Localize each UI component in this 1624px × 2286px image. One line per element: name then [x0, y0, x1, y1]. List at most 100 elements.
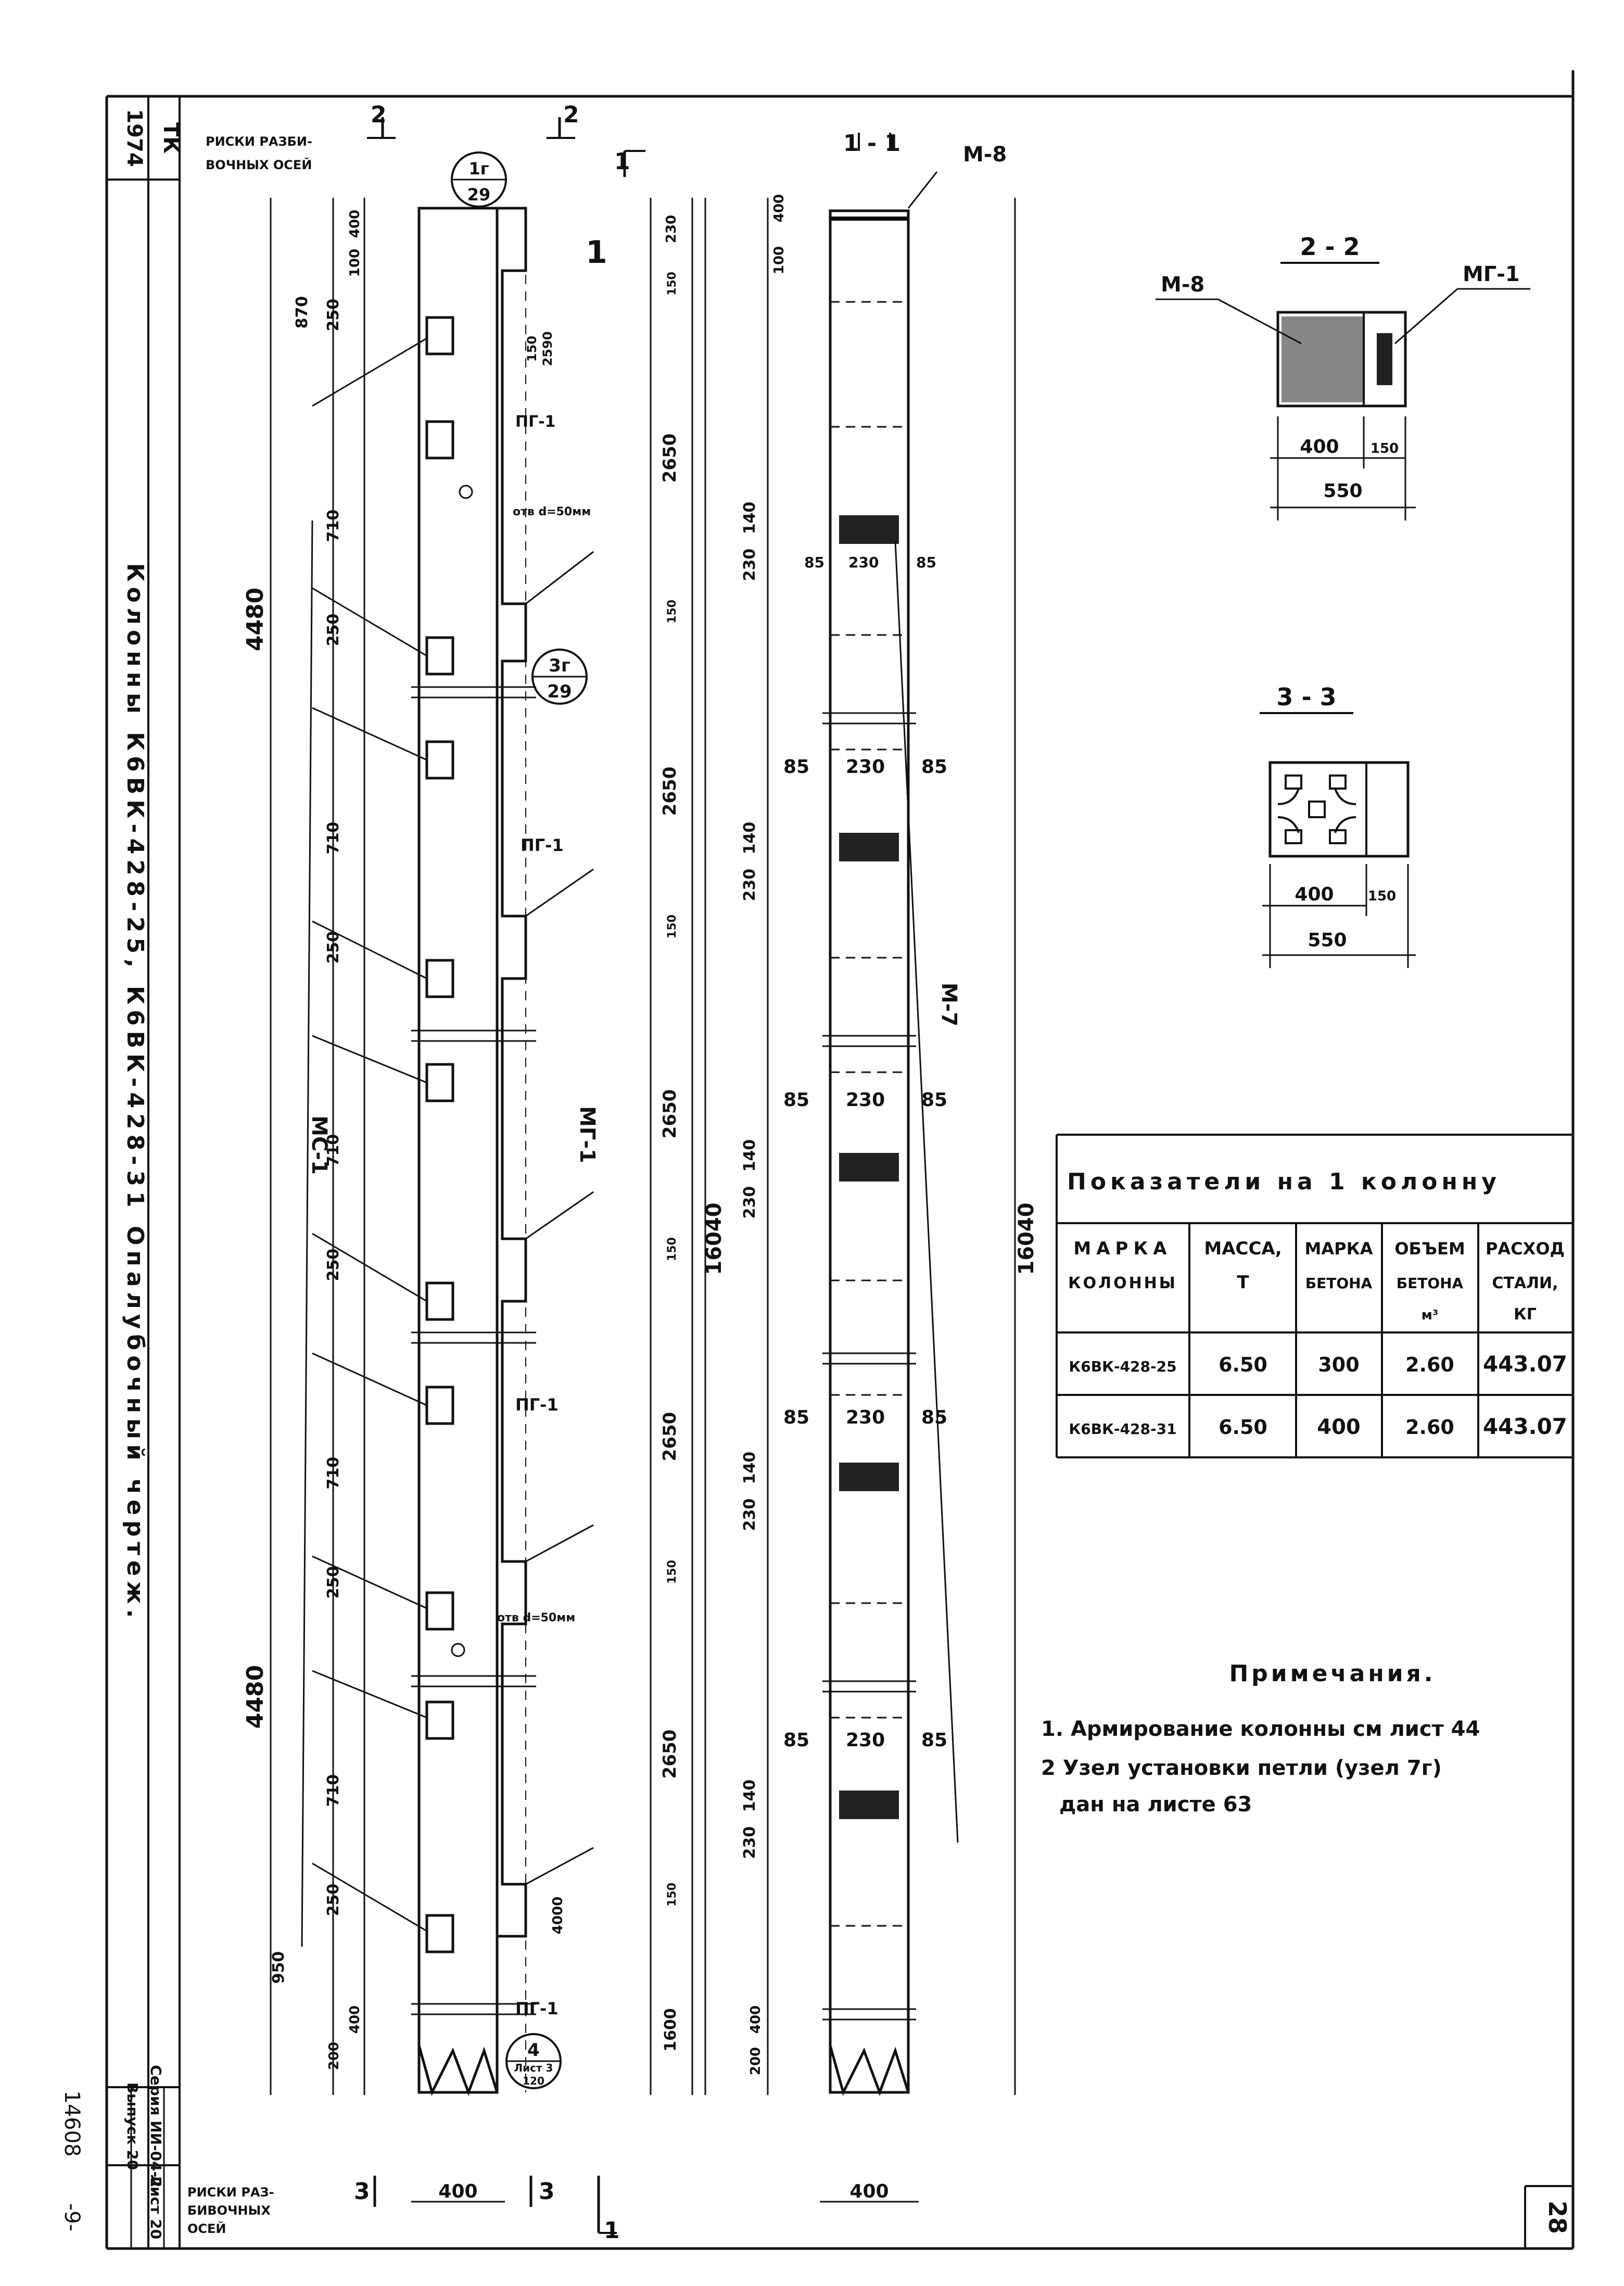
table-row-2-volume: 2.60	[1405, 1416, 1454, 1439]
dim-inner-2: 250	[324, 299, 342, 332]
callout-bottom-den2: 120	[523, 2075, 544, 2087]
rdim-11: 150	[666, 1883, 679, 1907]
mg1-label: МГ-1	[575, 1106, 599, 1163]
table-row-2-grade: 400	[1317, 1415, 1361, 1439]
th-volume-3: м³	[1422, 1307, 1439, 1323]
table-row-1-volume: 2.60	[1405, 1353, 1454, 1376]
pg1-label-2: ПГ-1	[521, 835, 564, 855]
th-steel-1: РАСХОД	[1486, 1239, 1565, 1259]
ins-85b-1: 85	[916, 554, 936, 571]
rld-13: 400	[748, 2005, 764, 2034]
note-3: дан на листе 63	[1059, 1793, 1252, 1817]
dim-4480-bottom: 4480	[242, 1665, 269, 1729]
section-3-3-dim-400: 400	[1295, 884, 1334, 905]
pg1-label-3: ПГ-1	[515, 1395, 559, 1415]
left-total-dim: 16040	[702, 1202, 726, 1275]
left-dims-inner: 400 100 250 710 250 710 250 710 250 710 …	[324, 210, 363, 2070]
right-m7-label: М-7	[937, 983, 961, 1026]
dim-950: 950	[270, 1951, 288, 1984]
axis-label-bottom-1: РИСКИ РАЗ-	[187, 2185, 274, 2200]
ins-85b-2: 85	[921, 756, 947, 778]
sheet-label: Лист 20	[147, 2175, 164, 2239]
org-label: ТК	[159, 122, 183, 154]
indicators-table	[1056, 1134, 1573, 1458]
section-3-3-title: 3 - 3	[1276, 683, 1336, 711]
callout-top-den: 29	[467, 185, 491, 205]
rdim-4: 2650	[659, 767, 680, 816]
dim-inner-11: 710	[324, 1774, 342, 1807]
table-row-1-mass: 6.50	[1219, 1353, 1267, 1376]
hole-label-1: отв d=50мм	[513, 505, 591, 518]
left-inserts	[425, 316, 454, 1953]
ins-85b-5: 85	[921, 1730, 947, 1751]
left-dims-outer: 870 4480 4480 950	[242, 296, 311, 1984]
axis-label-bottom-3: ОСЕЙ	[187, 2221, 226, 2236]
rld-10: 230	[741, 1826, 759, 1859]
th-steel-3: КГ	[1514, 1305, 1537, 1324]
th-mass-1: МАССА,	[1204, 1238, 1282, 1259]
dim-870: 870	[293, 296, 311, 329]
callout-mid-num: 3г	[549, 655, 570, 676]
left-width-dim: 400	[438, 2181, 477, 2202]
dim-inner-5: 710	[324, 822, 342, 855]
ins-85a-1: 85	[804, 554, 824, 571]
right-m8-label: М-8	[963, 143, 1007, 167]
archive-number: 14608	[60, 2090, 84, 2156]
section-3-3-dim-550: 550	[1308, 930, 1347, 951]
mc1-label: МС-1	[307, 1115, 331, 1175]
th-grade-1: МАРКА	[1305, 1239, 1373, 1259]
archive-sub: -9-	[60, 2203, 84, 2231]
hole-label-2: отв d=50мм	[497, 1611, 575, 1624]
right-dims: 230 150 2650 150 2650 150 2650 150 2650 …	[438, 215, 726, 2202]
section-2-2-mg1: МГ-1	[1463, 262, 1520, 286]
rdim-3: 150	[666, 600, 679, 624]
rld-2: 230	[741, 549, 759, 581]
elevation-left	[270, 117, 706, 2234]
rld-0: 400	[771, 194, 787, 222]
table-caption: Показатели на 1 колонну	[1067, 1169, 1501, 1195]
rdim-6: 2650	[659, 1089, 680, 1139]
section-mark-3b: 3	[539, 2178, 555, 2205]
series-label: Серия ИИ-04-2	[147, 2065, 164, 2187]
rld-9: 140	[741, 1452, 759, 1484]
dim-inner-12: 250	[324, 1884, 342, 1916]
table-row-1-brand: К6ВК-428-25	[1069, 1358, 1176, 1375]
section-2-2-m8: М-8	[1161, 273, 1204, 297]
dim-inner-14: 400	[347, 2005, 363, 2034]
section-mark-1-bottom: 1	[604, 2217, 620, 2244]
note-1: 1. Армирование колонны см лист 44	[1041, 1717, 1480, 1741]
marker-1: 1	[586, 234, 607, 271]
section-3-3-dim-150: 150	[1368, 888, 1396, 904]
th-steel-2: СТАЛИ,	[1492, 1274, 1558, 1292]
ins-85a-3: 85	[783, 1089, 809, 1111]
section-2-2-dim-550: 550	[1323, 480, 1362, 502]
dim-inner-13: 200	[326, 2042, 342, 2070]
rdim-0: 230	[664, 215, 679, 243]
th-volume-1: ОБЪЕМ	[1394, 1239, 1465, 1259]
section-mark-3a: 3	[354, 2178, 370, 2205]
th-brand-2: КОЛОННЫ	[1068, 1274, 1177, 1292]
dim-inner-6: 250	[324, 931, 342, 964]
dim-4480-top: 4480	[242, 588, 269, 651]
th-mass-2: Т	[1237, 1272, 1249, 1293]
ins-85a-2: 85	[783, 756, 809, 778]
elevation-right	[767, 133, 1016, 2203]
callout-mid-den: 29	[547, 681, 572, 702]
dim-inner-10: 250	[324, 1566, 342, 1599]
rld-6: 230	[741, 1186, 759, 1219]
dim-inner-4: 250	[324, 614, 342, 646]
ins-85b-3: 85	[921, 1089, 947, 1111]
table-row-1-steel: 443.07	[1483, 1351, 1567, 1377]
section-mark-1: 1	[614, 148, 630, 175]
rld-5: 140	[741, 822, 759, 855]
ins-230-3: 230	[846, 1089, 885, 1111]
ins-230-2: 230	[846, 756, 885, 778]
axis-label-bottom-2: БИВОЧНЫХ	[187, 2203, 271, 2218]
rld-11: 140	[741, 1780, 759, 1812]
ins-85b-4: 85	[921, 1407, 947, 1428]
dim-inner-9: 710	[324, 1457, 342, 1490]
right-section-title: 1 - 1	[843, 130, 900, 157]
rld-7: 140	[741, 1139, 759, 1172]
callout-bottom-num: 4	[527, 2040, 540, 2061]
